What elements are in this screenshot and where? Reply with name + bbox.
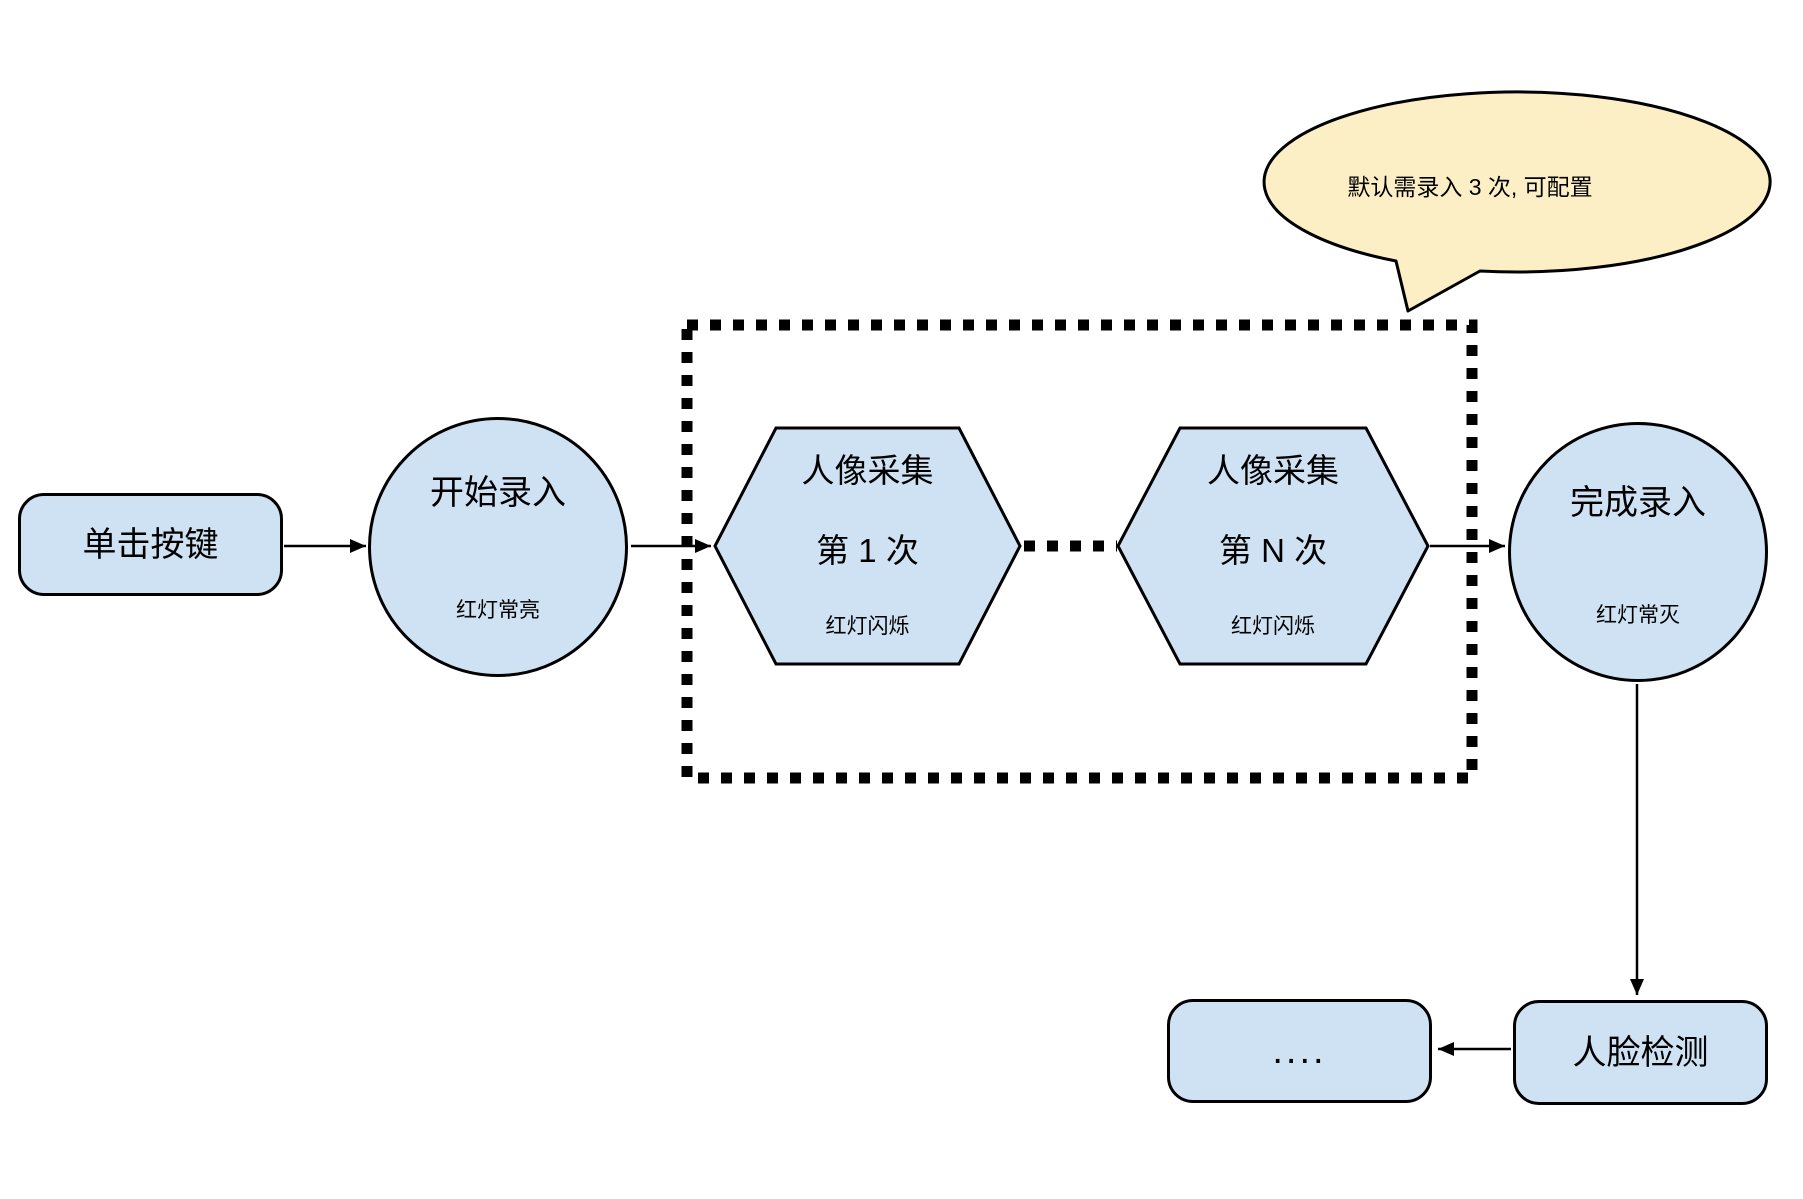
capture-nth-hexagon [1116,426,1430,666]
start-enroll-status: 红灯常亮 [456,599,540,622]
finish-enroll-node: 完成录入 红灯常灭 [1508,422,1768,682]
start-button-node: 单击按键 [18,493,283,596]
face-detection-label: 人脸检测 [1572,1033,1709,1072]
face-detection-node: 人脸检测 [1513,1000,1768,1105]
ellipsis-label: .... [1272,1030,1327,1072]
start-enroll-node: 开始录入 红灯常亮 [368,417,628,677]
callout-bubble [1262,90,1772,313]
start-enroll-label: 开始录入 [430,474,566,512]
finish-enroll-label: 完成录入 [1570,484,1706,522]
finish-enroll-status: 红灯常灭 [1596,604,1680,627]
loop-group-dotted-border [681,319,1478,784]
callout-label: 默认需录入 3 次, 可配置 [1347,174,1593,200]
capture-first-hexagon [713,426,1022,666]
ellipsis-node: .... [1167,999,1432,1103]
start-button-label: 单击按键 [82,525,219,564]
